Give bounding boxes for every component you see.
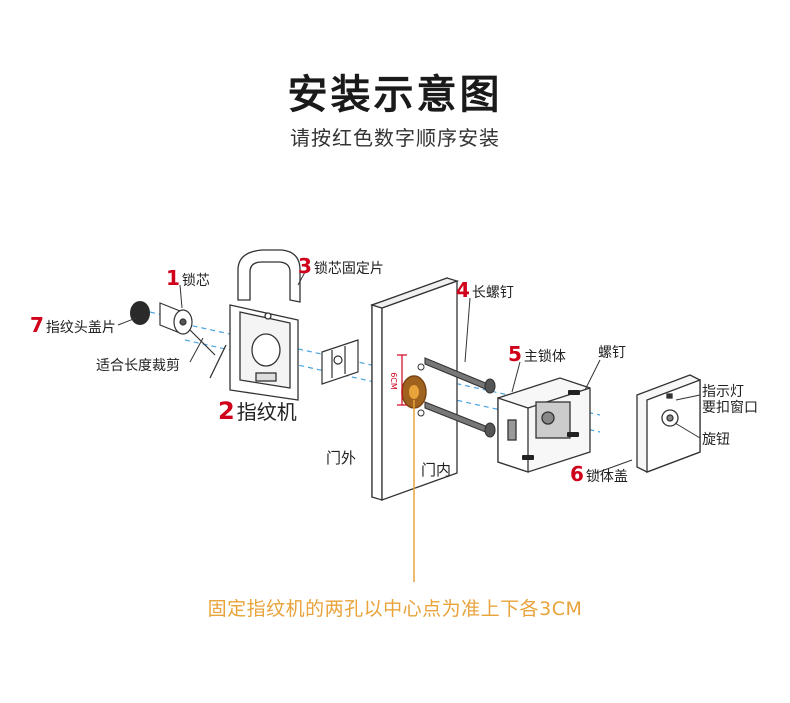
label-indicator-line2: 要扣窗口 [702, 400, 758, 416]
label-door-outside: 门外 [326, 449, 357, 467]
lock-cylinder [159, 302, 216, 356]
step-number: 4 [456, 278, 470, 302]
dimension-marker [397, 354, 407, 406]
label-knob: 旋钮 [702, 432, 730, 448]
step-number: 3 [298, 254, 312, 278]
page-title: 安装示意图 [287, 72, 503, 118]
step-number: 5 [508, 342, 522, 366]
page-subtitle: 请按红色数字顺序安装 [290, 126, 500, 150]
step-number: 7 [30, 313, 44, 337]
lock-body-cover [636, 374, 701, 473]
step-number: 1 [166, 266, 180, 290]
label-screw: 螺钉 [598, 345, 626, 361]
label-indicator-line1: 指示灯 [702, 384, 744, 400]
label-dimension: 6CM [388, 372, 398, 390]
leader-lines [117, 271, 701, 474]
fingerprint-machine [209, 249, 301, 401]
small-screws [522, 390, 580, 460]
main-lock-body [497, 377, 591, 473]
fingerprint-head-cover [130, 301, 150, 325]
step-number: 6 [570, 462, 584, 486]
lock-core-fixing-plate [321, 339, 359, 385]
label-trim-to-length: 适合长度裁剪 [96, 358, 180, 374]
step-number: 2 [218, 397, 235, 425]
long-screws [424, 357, 496, 438]
installation-note: 固定指纹机的两孔以中心点为准上下各3CM [207, 598, 583, 620]
label-door-inside: 门内 [421, 461, 452, 479]
